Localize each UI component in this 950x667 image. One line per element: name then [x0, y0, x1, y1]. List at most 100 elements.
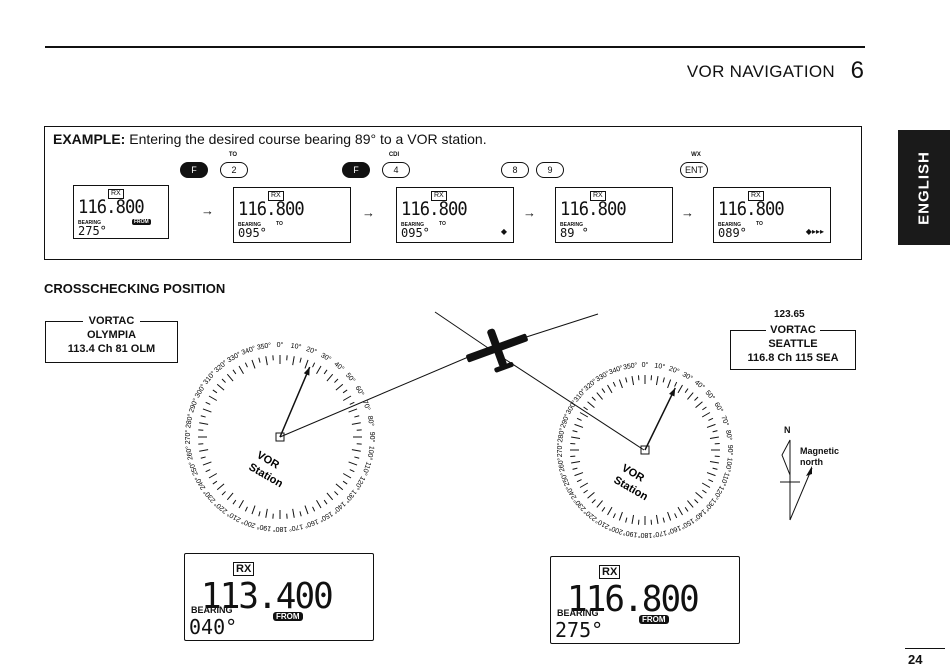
lcd-display-olympia: RX 113.400 BEARING FROM 040° — [184, 553, 374, 641]
compass-tick — [571, 461, 580, 463]
compass-tick — [588, 492, 595, 498]
compass-tick — [327, 374, 333, 381]
compass-tick — [300, 358, 301, 363]
compass-degree-label: 20° — [668, 365, 681, 376]
to-flag: TO — [439, 221, 446, 227]
compass-tick — [656, 515, 658, 524]
compass-tick — [206, 470, 211, 472]
compass-tick — [577, 480, 582, 482]
compass-tick — [349, 409, 357, 412]
compass-degree-label: 270° — [556, 443, 564, 458]
compass-degree-label: 0° — [277, 341, 284, 349]
compass-degree-label: 10° — [654, 361, 666, 371]
compass-tick — [702, 407, 706, 410]
compass-tick — [571, 437, 580, 439]
compass-tick — [573, 468, 578, 469]
lcd-display-step-1: RX 116.800 BEARING 275° FROM — [73, 185, 169, 239]
compass-tick — [209, 396, 217, 401]
compass-tick — [300, 511, 301, 516]
compass-tick — [239, 500, 244, 508]
compass-degree-label: 90° — [368, 432, 376, 443]
compass-degree-label: 0° — [642, 361, 649, 369]
crosscheck-diagram: 0°10°20°30°40°50°60°70°80°90°100°110°120… — [0, 290, 950, 550]
language-tab: ENGLISH — [898, 130, 950, 245]
compass-tick — [217, 484, 224, 490]
compass-tick — [203, 409, 211, 412]
compass-tick — [592, 499, 596, 503]
compass-tick — [675, 382, 677, 387]
compass-degree-label: 50° — [704, 389, 717, 402]
compass-degree-label: 50° — [344, 371, 357, 384]
language-tab-label: ENGLISH — [916, 151, 933, 225]
compass-degree-label: 260° — [184, 445, 194, 461]
example-caption: EXAMPLE: Entering the desired course bea… — [53, 131, 487, 147]
compass-tick — [252, 506, 255, 514]
compass-tick — [613, 513, 615, 518]
bearing-readout: 275° — [555, 618, 603, 642]
compass-tick — [293, 356, 295, 365]
compass-tick — [685, 507, 688, 511]
north-label: N — [784, 425, 791, 435]
compass-degree-label: 250° — [187, 460, 200, 477]
chapter-number: 6 — [851, 57, 864, 85]
compass-degree-label: 160° — [303, 517, 320, 530]
compass-tick — [685, 389, 688, 393]
page-number-rule — [905, 648, 945, 649]
compass-tick — [577, 418, 582, 420]
compass-degree-label: 100° — [723, 457, 733, 473]
compass-degree-label: 190° — [256, 522, 272, 532]
compass-tick — [222, 379, 226, 383]
compass-tick — [354, 457, 359, 458]
compass-tick — [613, 382, 615, 387]
key-2: 2 — [220, 162, 248, 178]
compass-tick — [334, 491, 338, 495]
compass-tick — [656, 376, 658, 385]
compass-degree-label: 30° — [681, 370, 694, 382]
compass-degree-label: 330° — [226, 350, 243, 364]
compass-tick — [245, 507, 247, 512]
to-flag: TO — [756, 221, 763, 227]
needle-arrowhead — [304, 367, 310, 376]
compass-tick — [352, 423, 361, 425]
compass-degree-label: 290° — [187, 397, 200, 414]
compass-tick — [619, 380, 622, 388]
compass-tick — [584, 490, 588, 493]
compass-tick — [245, 363, 247, 368]
compass-tick — [201, 416, 206, 417]
compass-degree-label: 270° — [184, 430, 192, 445]
magnetic-north-label: Magnetic north — [800, 446, 839, 468]
bearing-readout: 89 ° — [560, 226, 589, 240]
diamond-indicator-icon: ◆ — [501, 227, 507, 236]
compass-tick — [694, 499, 698, 503]
bearing-label: BEARING — [191, 605, 233, 615]
compass-tick — [702, 413, 710, 418]
compass-tick — [707, 424, 715, 427]
bearing-readout: 095° — [238, 226, 267, 240]
magnetic-label-line2: north — [800, 457, 823, 467]
compass-degree-label: 170° — [288, 522, 304, 532]
compass-tick — [632, 376, 634, 385]
compass-tick — [222, 491, 226, 495]
compass-degree-label: 70° — [719, 415, 730, 428]
compass-rose-right: 0°10°20°30°40°50°60°70°80°90°100°110°120… — [556, 361, 734, 539]
frequency-readout: 116.800 — [78, 196, 144, 218]
compass-degree-label: 170° — [652, 529, 668, 539]
compass-tick — [708, 418, 713, 420]
rx-indicator: RX — [233, 562, 254, 576]
bearing-needle — [645, 388, 675, 450]
compass-degree-label: 70° — [361, 399, 372, 412]
compass-tick — [233, 370, 236, 374]
compass-tick — [602, 507, 605, 511]
compass-tick — [352, 450, 361, 452]
compass-tick — [259, 358, 260, 363]
compass-tick — [259, 511, 260, 516]
compass-tick — [687, 501, 693, 508]
compass-degree-label: 40° — [693, 378, 706, 391]
compass-tick — [217, 384, 224, 390]
key-8: 8 — [501, 162, 529, 178]
key-caption: CDI — [379, 152, 409, 158]
compass-degree-label: 350° — [622, 361, 638, 371]
compass-tick — [343, 396, 351, 401]
compass-degree-label: 90° — [726, 445, 734, 456]
compass-tick — [584, 407, 588, 410]
